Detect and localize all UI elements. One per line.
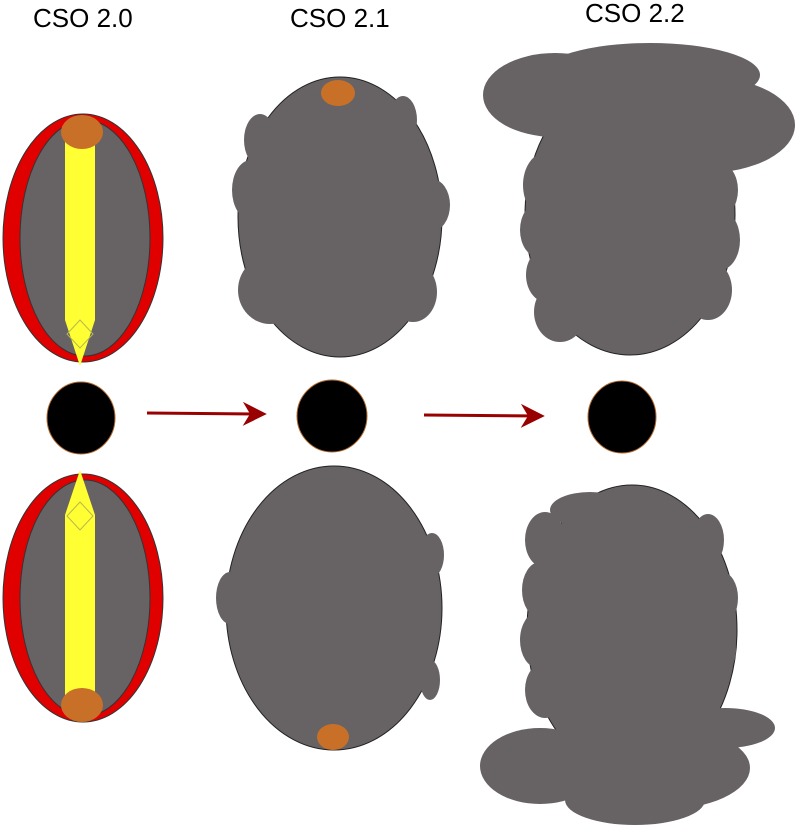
cso-2-0-lower-knot bbox=[61, 688, 103, 722]
cso-2-1-upper-knot bbox=[321, 80, 355, 106]
cso-2-2-core bbox=[587, 380, 657, 454]
cso-2-2-upper-lobe bbox=[483, 43, 795, 356]
stage-label-cso-2-0: CSO 2.0 bbox=[33, 3, 133, 33]
cso-2-0-upper-lobe bbox=[2, 113, 164, 366]
stage-label-cso-2-1: CSO 2.1 bbox=[290, 3, 390, 33]
stage-label-cso-2-2: CSO 2.2 bbox=[585, 0, 685, 28]
arrow-2-1-to-2-2 bbox=[423, 403, 545, 428]
arrow-2-0-to-2-1 bbox=[146, 401, 267, 426]
cso-2-2-lower-lobe bbox=[480, 484, 775, 825]
cso-2-1-upper-lobe bbox=[232, 76, 450, 358]
cso-2-0-core bbox=[46, 381, 116, 455]
cso-2-0-upper-knot bbox=[61, 115, 103, 149]
cso-2-0-lower-jet bbox=[65, 515, 95, 705]
cso-2-1-core bbox=[296, 379, 368, 453]
cso-2-0-upper-jet bbox=[65, 130, 95, 320]
cso-2-1-lower-lobe bbox=[216, 465, 444, 751]
cso-2-0-lower-lobe bbox=[2, 470, 164, 723]
cso-2-1-lower-knot bbox=[317, 724, 349, 750]
